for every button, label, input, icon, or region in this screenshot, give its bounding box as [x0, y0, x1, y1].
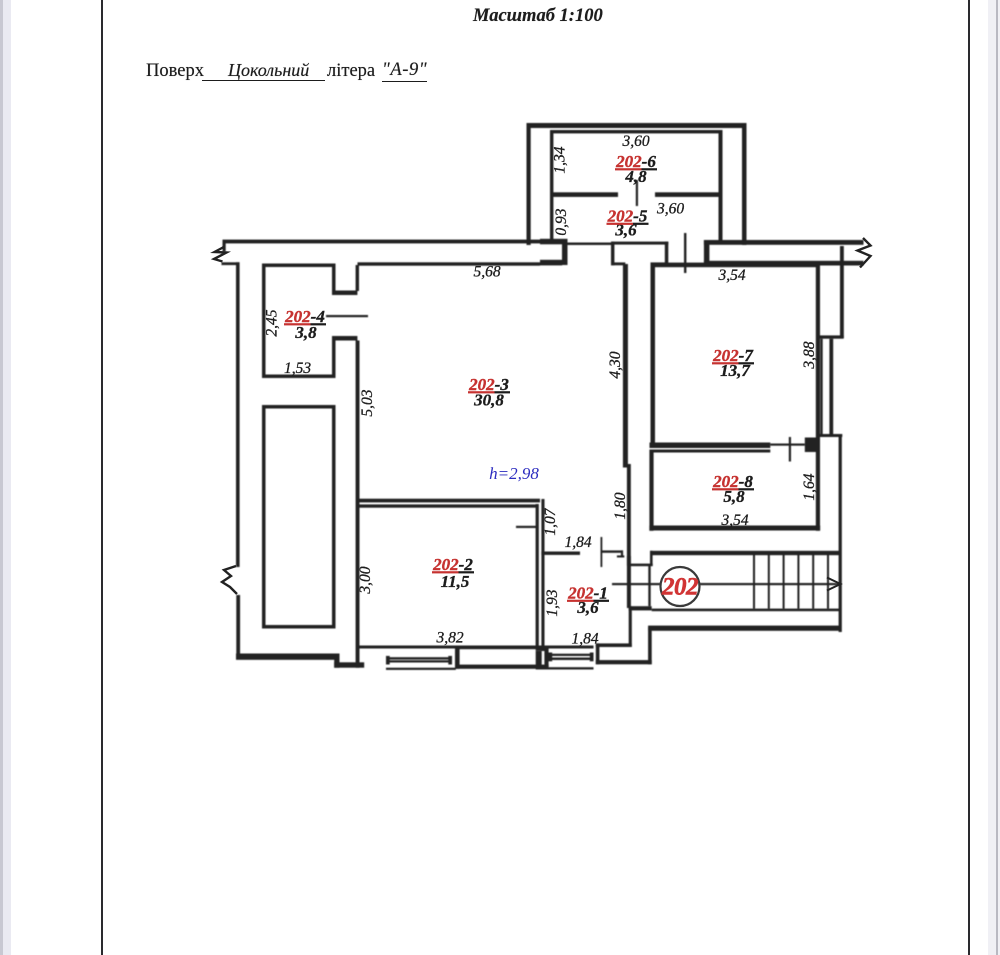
svg-text:3,54: 3,54: [717, 267, 745, 284]
svg-text:3,60: 3,60: [621, 133, 649, 150]
svg-text:1,07: 1,07: [542, 507, 559, 535]
svg-text:202-8: 202-8: [712, 472, 753, 491]
svg-text:3,54: 3,54: [720, 512, 748, 529]
svg-text:202-3: 202-3: [468, 375, 509, 394]
svg-text:202-5: 202-5: [607, 207, 648, 226]
svg-text:3,8: 3,8: [294, 323, 317, 342]
svg-text:3,88: 3,88: [801, 341, 818, 369]
svg-text:1,80: 1,80: [612, 492, 629, 519]
svg-text:5,03: 5,03: [359, 389, 376, 416]
svg-text:202-4: 202-4: [284, 307, 325, 326]
svg-text:202-6: 202-6: [615, 152, 656, 171]
svg-text:1,34: 1,34: [552, 146, 569, 173]
svg-text:1,53: 1,53: [284, 360, 311, 377]
svg-text:0,93: 0,93: [553, 208, 570, 235]
svg-text:202-2: 202-2: [432, 555, 473, 574]
svg-text:1,84: 1,84: [571, 631, 598, 648]
svg-text:202-1: 202-1: [567, 584, 608, 603]
svg-text:202-7: 202-7: [712, 346, 754, 365]
svg-text:4,8: 4,8: [624, 167, 647, 186]
svg-text:202: 202: [661, 574, 698, 601]
svg-text:1,64: 1,64: [801, 473, 818, 500]
svg-text:3,82: 3,82: [435, 630, 463, 647]
svg-text:11,5: 11,5: [441, 572, 470, 591]
svg-text:3,00: 3,00: [357, 566, 374, 594]
svg-text:30,8: 30,8: [473, 391, 504, 410]
svg-text:1,93: 1,93: [544, 589, 561, 616]
svg-text:3,6: 3,6: [614, 221, 637, 240]
svg-text:5,8: 5,8: [723, 487, 745, 506]
svg-text:13,7: 13,7: [720, 361, 751, 380]
svg-text:3,60: 3,60: [656, 201, 684, 218]
svg-text:h=2,98: h=2,98: [489, 464, 539, 483]
svg-text:3,6: 3,6: [576, 598, 599, 617]
svg-text:2,45: 2,45: [264, 309, 281, 336]
svg-text:4,30: 4,30: [607, 351, 624, 378]
svg-text:5,68: 5,68: [473, 264, 500, 281]
svg-text:1,84: 1,84: [564, 534, 591, 551]
